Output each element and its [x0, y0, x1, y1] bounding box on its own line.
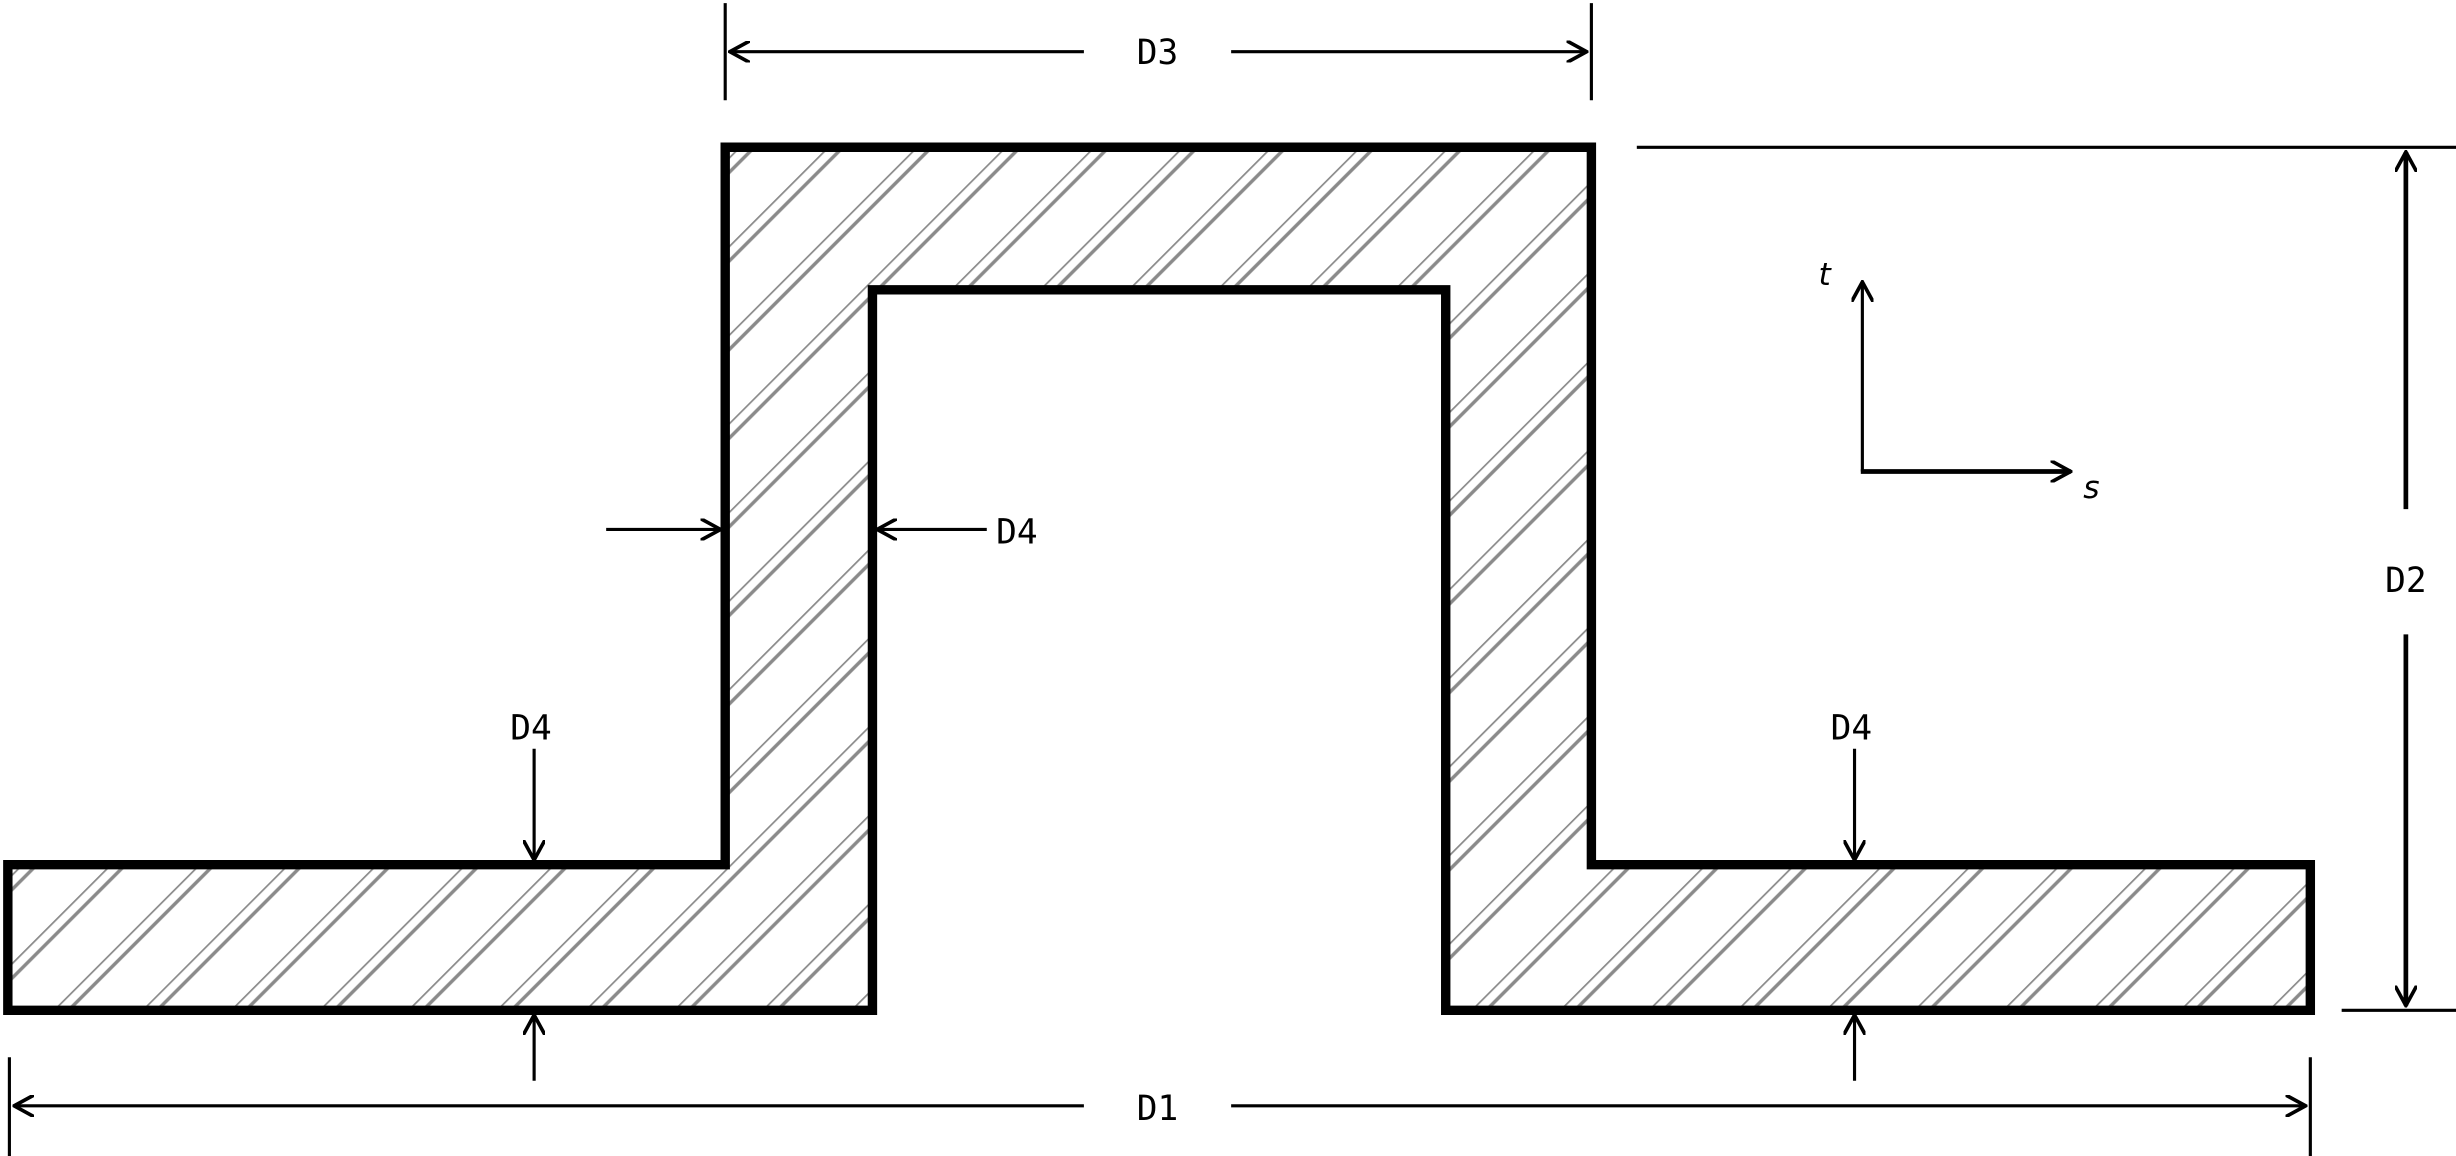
dimension-d4-left-flange: D4: [510, 708, 552, 1081]
d4-right-flange-label: D4: [1831, 708, 1872, 748]
dimension-d3: D3: [723, 3, 1593, 101]
dimension-d4-right-flange: D4: [1831, 708, 1872, 1081]
d2-label: D2: [2385, 561, 2426, 601]
t-axis-label: t: [1819, 257, 1833, 293]
dimension-d4-web: D4: [606, 513, 1038, 553]
d3-label: D3: [1137, 33, 1178, 73]
s-axis-label: s: [2083, 470, 2099, 506]
d4-web-label: D4: [996, 513, 1037, 553]
d1-label: D1: [1137, 1089, 1178, 1129]
d4-left-flange-label: D4: [510, 708, 551, 748]
hat-section-body: [3, 142, 2316, 1016]
dimension-d1: D1: [7, 1057, 2312, 1156]
dimension-d2: D2: [1636, 145, 2456, 1012]
local-axes: t s: [1819, 257, 2100, 506]
